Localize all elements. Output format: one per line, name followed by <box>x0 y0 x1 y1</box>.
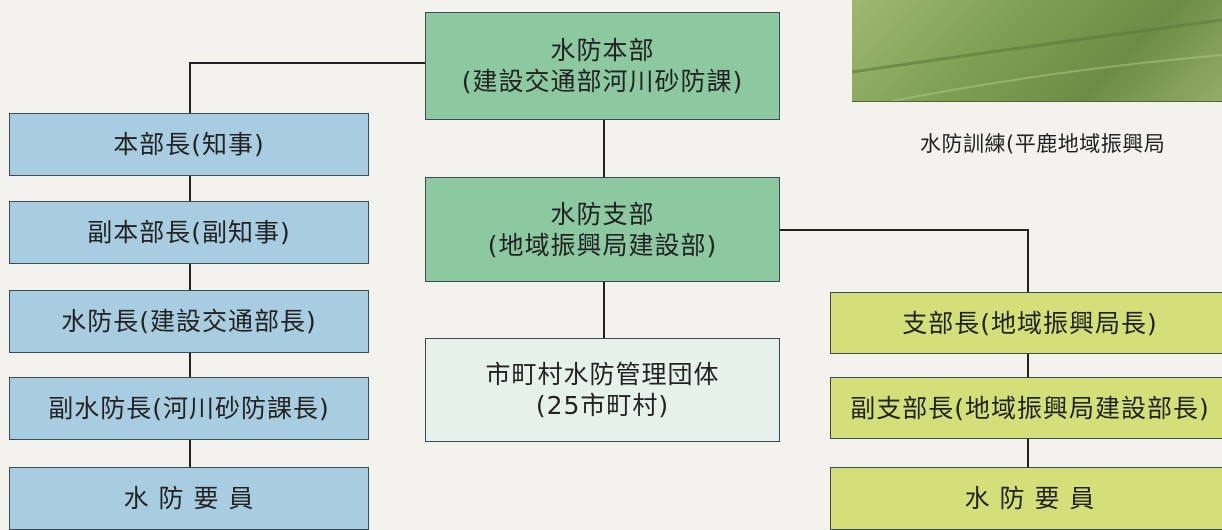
training-photo <box>852 0 1222 102</box>
left-box-vice-flood-chief: 副水防長(河川砂防課長) <box>9 377 369 440</box>
left-box-flood-staff-label: 水 防 要 員 <box>123 484 255 513</box>
right-box-branch-chief-label: 支部長(地域振興局長) <box>902 308 1158 338</box>
hq-box: 水防本部 (建設交通部河川砂防課) <box>425 12 780 120</box>
municipal-title: 市町村水防管理団体 <box>485 360 720 389</box>
right-box-vice-branch-chief-label: 副支部長(地域振興局建設部長) <box>850 393 1210 423</box>
photo-caption: 水防訓練(平鹿地域振興局 <box>920 132 1166 156</box>
municipal-subtitle: (25市町村) <box>535 391 670 420</box>
left-box-vice-flood-chief-label: 副水防長(河川砂防課長) <box>48 394 330 423</box>
left-box-director: 本部長(知事) <box>9 113 369 176</box>
right-box-flood-staff-label: 水 防 要 員 <box>964 484 1096 513</box>
connector-branch-right-horizontal <box>780 229 1029 231</box>
left-box-vice-director-label: 副本部長(副知事) <box>87 218 291 247</box>
right-box-vice-branch-chief: 副支部長(地域振興局建設部長) <box>830 377 1222 439</box>
connector-left-column-vertical <box>189 62 191 512</box>
connector-right-column-vertical <box>1027 229 1029 514</box>
hq-subtitle: (建設交通部河川砂防課) <box>461 67 744 96</box>
left-box-flood-staff: 水 防 要 員 <box>9 467 369 530</box>
branch-subtitle: (地域振興局建設部) <box>487 230 718 260</box>
municipal-box: 市町村水防管理団体 (25市町村) <box>425 338 780 442</box>
right-box-branch-chief: 支部長(地域振興局長) <box>830 292 1222 354</box>
right-box-flood-staff: 水 防 要 員 <box>830 467 1222 530</box>
left-box-flood-chief-label: 水防長(建設交通部長) <box>61 307 317 336</box>
branch-title: 水防支部 <box>550 199 655 229</box>
left-box-vice-director: 副本部長(副知事) <box>9 201 369 264</box>
hq-title: 水防本部 <box>550 36 655 65</box>
left-box-flood-chief: 水防長(建設交通部長) <box>9 290 369 353</box>
connector-hq-branch <box>603 120 605 177</box>
left-box-director-label: 本部長(知事) <box>113 130 265 159</box>
photo-texture <box>852 0 1222 101</box>
connector-branch-municipal <box>603 282 605 338</box>
connector-hq-left-horizontal <box>189 62 425 64</box>
branch-box: 水防支部 (地域振興局建設部) <box>425 177 780 282</box>
